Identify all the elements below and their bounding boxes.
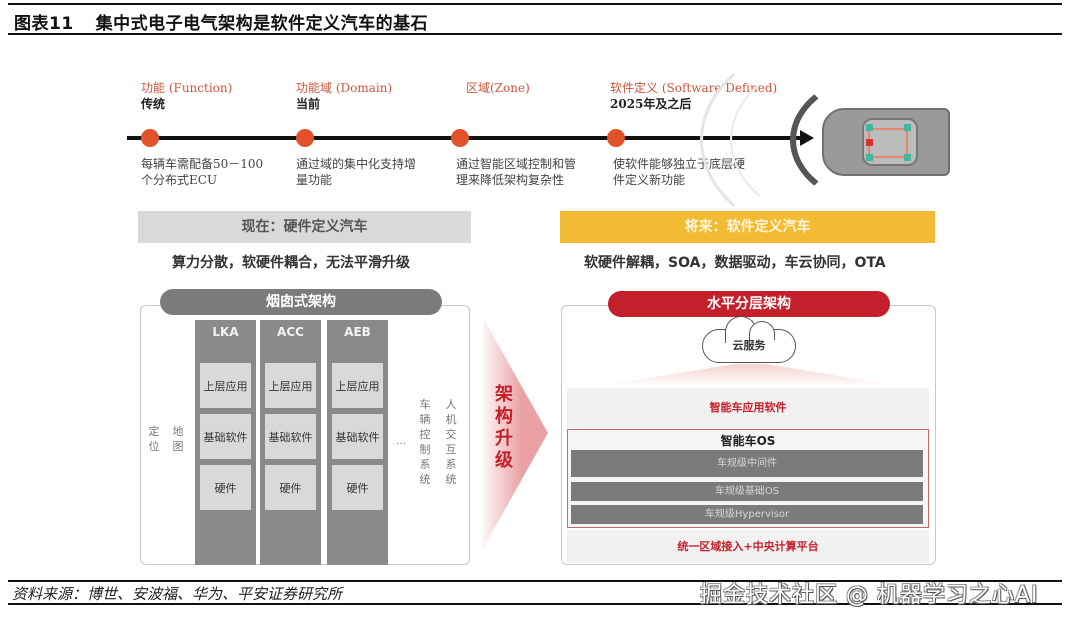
figure-title-text: 集中式电子电气架构是软件定义汽车的基石 [95,14,429,34]
os-layer-middleware: 车规级中间件 [571,450,923,477]
cell-base-software: 基础软件 [265,414,316,459]
chimney-architecture-title: 烟囱式架构 [160,289,442,315]
cloud-icon [702,316,796,363]
car-central-node [866,139,873,146]
vehicle-os-title: 智能车OS [720,434,776,448]
layered-architecture-title: 水平分层架构 [608,291,890,317]
timeline-heading: 功能域 (Domain) [296,81,393,95]
app-software-layer: 智能车应用软件 [567,388,929,428]
timeline-era: 传统 [141,97,166,111]
future-banner: 将来：软件定义汽车 [560,211,935,243]
timeline-description: 通过智能区域控制和管理来降低架构复杂性 [456,157,577,187]
car-ecu-node [866,154,873,161]
side-label-hmi: 人机交互系统 [445,398,457,486]
car-wire [868,156,908,158]
source-note: 资料来源：博世、安波福、华为、平安证券研究所 [12,585,343,603]
column-acc: ACC 上层应用 基础软件 硬件 [260,320,321,565]
side-label-map: 地图 [172,425,184,453]
now-banner: 现在：硬件定义汽车 [138,211,471,243]
cloud-service-label: 云服务 [732,339,766,352]
footer-rule-bottom [8,603,1062,605]
figure-title: 图表11 集中式电子电气架构是软件定义汽车的基石 [14,9,428,34]
car-ecu-node [904,124,911,131]
car-ecu-node [866,124,873,131]
timeline-description: 每辆车需配备50－100个分布式ECU [141,157,264,187]
cell-base-software: 基础软件 [200,414,251,459]
timeline-description: 通过域的集中化支持增量功能 [296,157,417,187]
timeline-dot-software-defined [607,129,625,147]
header-rule-bottom [8,33,1062,35]
car-icon [822,108,950,176]
cell-base-software: 基础软件 [332,414,383,459]
car-wire [906,128,908,158]
column-header: LKA [212,325,239,339]
upgrade-label: 架构升级 [495,384,513,471]
timeline-era: 2025年及之后 [610,97,692,111]
timeline-dot-domain [296,129,314,147]
cell-app: 上层应用 [265,363,316,408]
now-tagline: 算力分散，软硬件耦合，无法平滑升级 [172,255,410,271]
column-header: ACC [277,325,304,339]
timeline-era: 当前 [296,97,321,111]
cell-hardware: 硬件 [265,465,316,510]
os-layer-base-os: 车规级基础OS [571,482,923,501]
ellipsis: … [396,436,406,447]
watermark: 掘金技术社区 @ 机器学习之心AI [700,583,1039,608]
timeline-dot-zone [451,129,469,147]
column-aeb: AEB 上层应用 基础软件 硬件 [327,320,388,565]
car-ecu-node [904,154,911,161]
timeline-heading: 功能 (Function) [141,81,233,95]
side-label-vehicle-control: 车辆控制系统 [419,398,431,486]
column-lka: LKA 上层应用 基础软件 硬件 [195,320,256,565]
cell-hardware: 硬件 [332,465,383,510]
cell-app: 上层应用 [332,363,383,408]
radar-ring [700,40,960,240]
cell-app: 上层应用 [200,363,251,408]
column-header: AEB [344,325,371,339]
side-label-positioning: 定位 [148,425,160,453]
timeline-heading: 区域(Zone) [466,81,530,95]
os-layer-hypervisor: 车规级Hypervisor [571,505,923,524]
timeline-dot-function [141,129,159,147]
cell-hardware: 硬件 [200,465,251,510]
footer-rule-top [8,580,1062,582]
figure-number: 图表11 [14,14,74,34]
future-tagline: 软硬件解耦，SOA，数据驱动，车云协同，OTA [584,255,886,271]
radar-ring-dark [790,70,990,210]
central-compute-platform-layer: 统一区域接入+中央计算平台 [567,530,929,563]
radar-ring [730,55,960,225]
header-rule-top [8,3,1062,5]
car-wire [868,128,908,130]
